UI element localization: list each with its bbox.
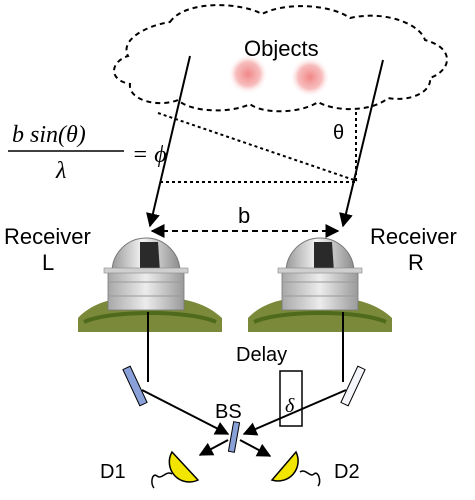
ray-to-receiver-right (339, 59, 384, 228)
mirror-left-icon (122, 365, 148, 407)
phase-formula: b sin(θ) λ = ϕ (8, 122, 167, 184)
beam-splitter-icon (227, 421, 241, 453)
detector-2-signal-wave (299, 470, 321, 487)
formula-numerator: b sin(θ) (12, 122, 86, 148)
ray-to-receiver-left (146, 55, 191, 228)
receiver-right-label-line2: R (408, 250, 424, 275)
mirror-right-icon (340, 365, 366, 407)
detector-1-signal-wave (151, 472, 173, 489)
observatory-right-icon (248, 237, 392, 332)
formula-equals: = ϕ (132, 142, 167, 168)
receiver-left-label-line1: Receiver (4, 224, 91, 249)
detector-2-icon (270, 450, 299, 482)
delay-label: Delay (236, 344, 287, 366)
beam-splitter-label: BS (215, 401, 242, 423)
wavefront-line (157, 112, 358, 182)
detector-1-icon (168, 450, 200, 483)
formula-denominator: λ (55, 158, 66, 184)
detector-1-label: D1 (100, 461, 126, 483)
beam-to-detector-2 (239, 439, 272, 457)
object-source-left (228, 54, 268, 94)
baseline-label: b (238, 203, 250, 228)
beam-right-to-splitter (242, 389, 347, 436)
objects-cloud (113, 4, 448, 113)
receiver-left-label-line2: L (42, 250, 54, 275)
theta-label: θ (333, 122, 344, 144)
objects-label: Objects (244, 36, 319, 61)
delay-symbol: δ (285, 395, 295, 417)
receiver-right-label-line1: Receiver (370, 224, 457, 249)
beam-left-to-splitter (141, 389, 230, 435)
detector-2-label: D2 (334, 461, 360, 483)
object-source-right (290, 57, 330, 97)
beam-to-detector-1 (198, 439, 229, 456)
observatory-left-icon (78, 237, 222, 332)
